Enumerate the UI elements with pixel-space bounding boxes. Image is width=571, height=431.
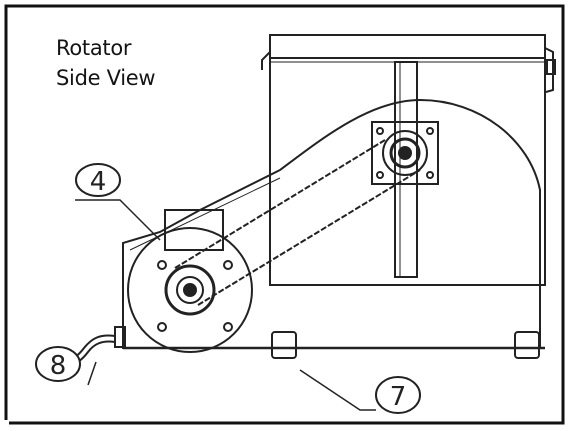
drum-pulley-shaft — [398, 146, 412, 160]
bearing-bolt-3 — [376, 171, 384, 179]
callout-motor: 4 — [75, 163, 121, 197]
motor-bolt-1 — [157, 260, 167, 270]
bearing-bolt-4 — [426, 171, 434, 179]
callout-cord-number: 8 — [50, 351, 67, 381]
title-line-1: Rotator — [56, 36, 132, 60]
motor-pulley-inner — [176, 276, 204, 304]
drum-pulley-outer — [382, 130, 428, 176]
motor-bolt-3 — [157, 322, 167, 332]
leader-lines — [75, 199, 376, 411]
right-handle — [544, 47, 554, 93]
callout-cord: 8 — [35, 346, 81, 382]
drum-pulley-hub — [389, 137, 421, 169]
leader-foot — [299, 369, 376, 411]
feet — [271, 331, 540, 359]
belt-guard-outline — [122, 98, 541, 349]
drum-housing — [261, 34, 556, 286]
outer-frame — [4, 4, 565, 425]
callout-foot: 7 — [375, 376, 421, 414]
belt-guard-inner-line — [129, 177, 281, 251]
callout-motor-number: 4 — [90, 167, 107, 197]
drum-bearing — [371, 121, 439, 185]
motor — [127, 209, 253, 353]
center-post — [394, 61, 418, 278]
motor-junction-box — [164, 209, 224, 251]
drive-belt — [174, 139, 421, 306]
belt-upper-run — [174, 139, 386, 269]
callout-foot-number: 7 — [390, 382, 407, 412]
cord-strain-relief — [114, 326, 126, 348]
motor-shaft — [183, 283, 197, 297]
bearing-bolt-1 — [376, 127, 384, 135]
motor-face — [127, 227, 253, 353]
callout-motor-ellipse — [75, 163, 121, 197]
left-handle — [261, 51, 271, 70]
bearing-plate — [371, 121, 439, 185]
bearing-bolt-2 — [426, 127, 434, 135]
callout-cord-ellipse — [35, 346, 81, 382]
right-latch — [546, 59, 556, 75]
title-line-2: Side View — [56, 66, 156, 90]
housing-box — [269, 34, 546, 286]
motor-bolt-2 — [223, 260, 233, 270]
foot-left — [271, 331, 297, 359]
belt-guard — [122, 98, 545, 350]
leader-motor — [75, 199, 161, 241]
motor-bolt-4 — [223, 322, 233, 332]
foot-right — [514, 331, 540, 359]
leader-cord — [87, 361, 97, 386]
motor-pulley — [164, 264, 216, 316]
belt-lower-run — [197, 169, 421, 306]
callout-foot-ellipse — [375, 376, 421, 414]
